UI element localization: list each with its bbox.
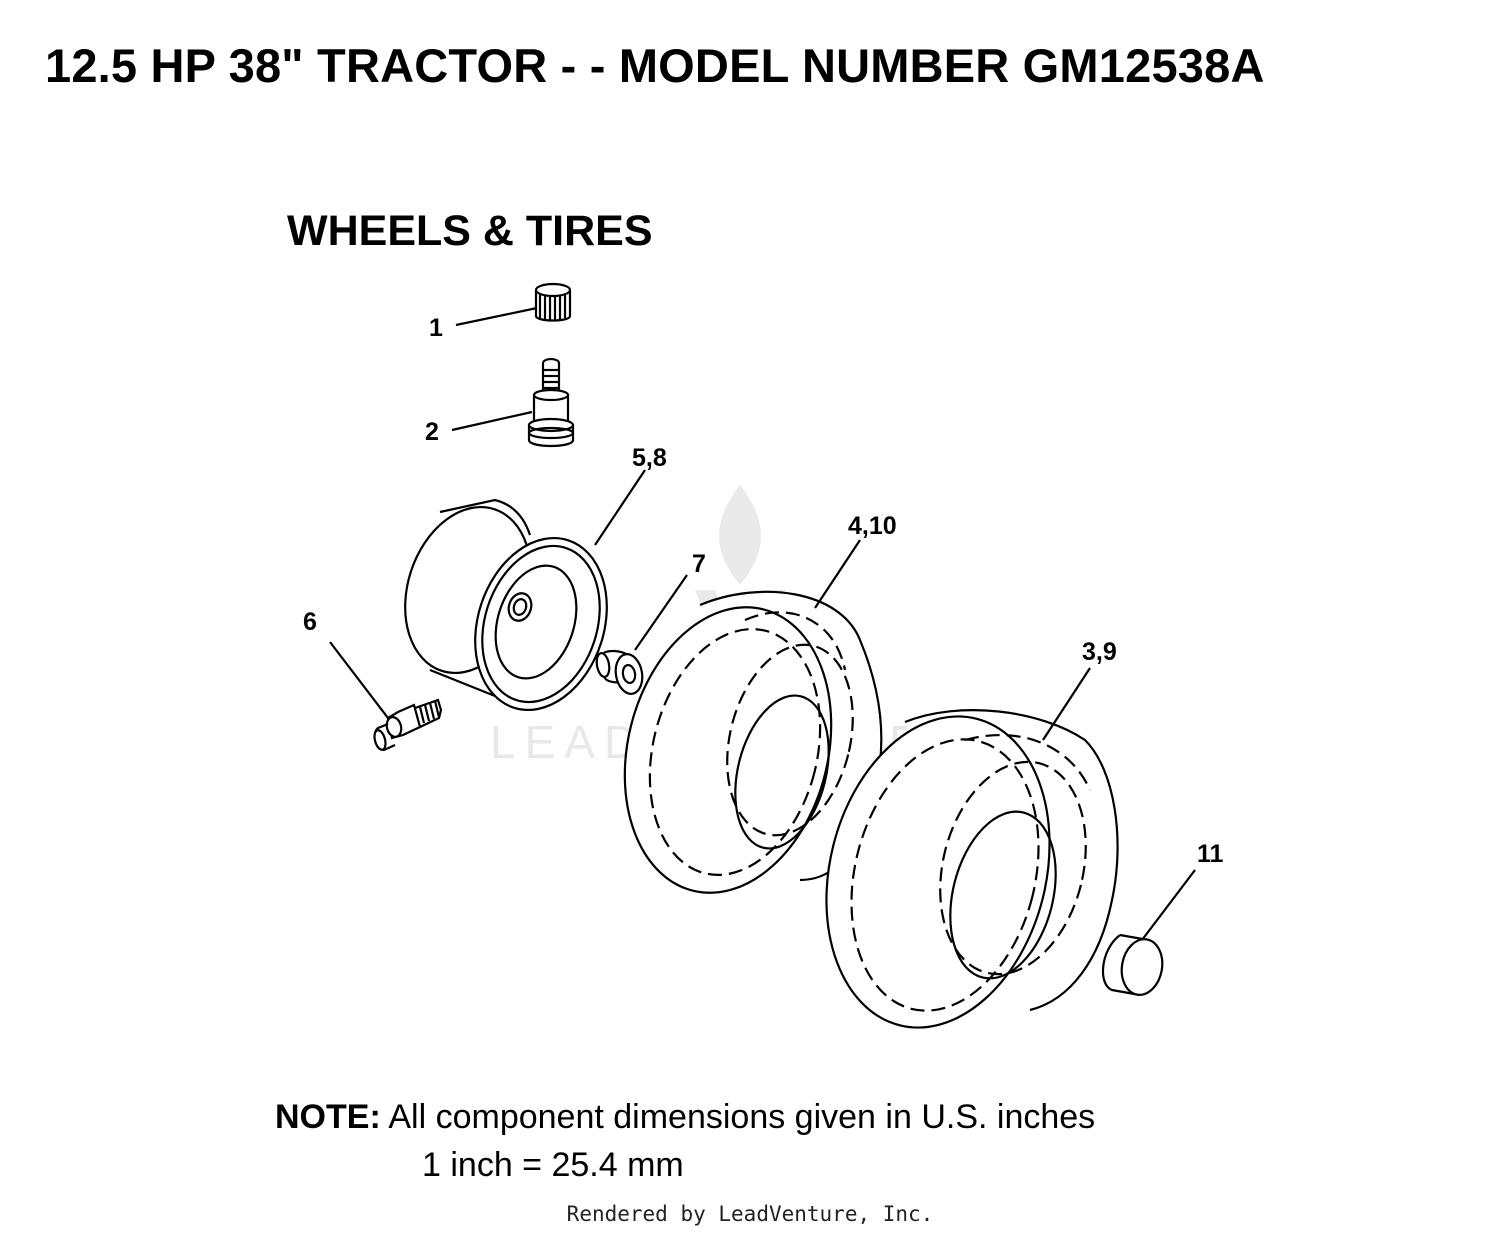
note-label: NOTE: [275, 1098, 381, 1136]
watermark-flame-icon [719, 485, 761, 585]
note-line-1: NOTE: All component dimensions given in … [275, 1098, 1095, 1137]
wheel-rim-part [404, 498, 608, 712]
callout-39: 3,9 [1082, 638, 1117, 666]
rear-tire-part [825, 709, 1119, 1029]
callout-6: 6 [303, 608, 317, 636]
note-line-2: 1 inch = 25.4 mm [422, 1146, 684, 1184]
leader-7 [634, 574, 688, 651]
leader-410 [814, 539, 861, 609]
leader-6 [329, 641, 389, 719]
valve-cap-part [534, 282, 572, 322]
callout-1: 1 [429, 314, 443, 342]
section-title: WHEELS & TIRES [287, 207, 653, 255]
note-text: All component dimensions given in U.S. i… [388, 1098, 1096, 1136]
callout-labels: 1 2 5,8 6 7 4,10 3,9 11 [303, 314, 1224, 868]
leader-1 [455, 306, 538, 327]
leader-58 [594, 469, 646, 546]
page-title: 12.5 HP 38" TRACTOR - - MODEL NUMBER GM1… [45, 39, 1265, 92]
bearing-part [1101, 933, 1164, 997]
leader-39 [1042, 667, 1091, 741]
callout-2: 2 [425, 418, 439, 446]
callout-7: 7 [692, 550, 706, 578]
callout-58: 5,8 [632, 444, 667, 472]
callout-410: 4,10 [848, 512, 897, 540]
grease-fitting-part [373, 698, 443, 752]
footer-credit: Rendered by LeadVenture, Inc. [566, 1202, 934, 1226]
bushing-part [595, 649, 644, 695]
leader-11 [1141, 869, 1196, 941]
front-tire-part [623, 590, 883, 894]
callout-11: 11 [1197, 840, 1224, 868]
valve-stem-part [527, 357, 575, 448]
leader-2 [451, 410, 533, 432]
